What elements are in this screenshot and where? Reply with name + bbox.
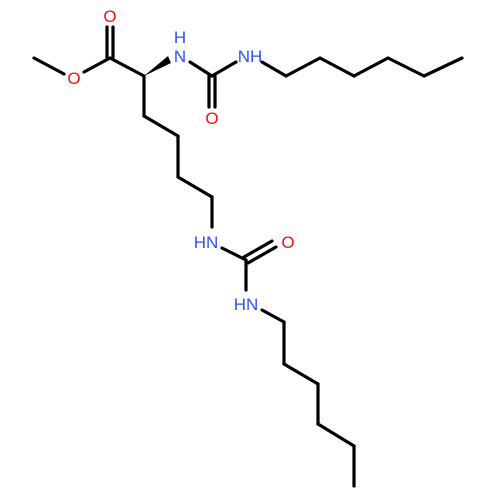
bond-delta-epsilon	[176, 175, 214, 199]
bond-hexyl1-1	[260, 60, 288, 78]
bond-hn-urea2-c	[220, 246, 248, 262]
atom-o-ester: O	[67, 69, 80, 88]
bond-hexyl1-3	[318, 56, 356, 78]
bond-hexyl2-3	[282, 362, 320, 386]
bond-carbonyl-c-alpha	[108, 56, 146, 78]
bond-n-urea1-c	[188, 60, 214, 78]
bond-hexyl2-1	[260, 308, 286, 324]
bond-urea1-c-nh	[210, 60, 238, 78]
bond-hexyl1-4	[352, 56, 390, 78]
bond-urea2-c-o-a	[242, 239, 274, 259]
atom-o-urea-1: O	[205, 109, 218, 128]
bond-methyl-o	[32, 56, 66, 76]
bond-beta-gamma	[142, 114, 180, 138]
bond-hexyl1-5	[386, 56, 426, 78]
bond-hexyl1-2	[284, 56, 322, 78]
bond-hexyl1-6	[422, 56, 464, 78]
atom-hn-epsilon: HN	[194, 233, 219, 252]
atom-nh-hexyl-1: NH	[238, 47, 263, 66]
atom-h-alpha: H	[174, 28, 186, 47]
bond-urea2-c-o-b	[246, 245, 278, 265]
atom-o-urea-2: O	[281, 233, 294, 252]
atom-hn-hexyl-2: HN	[234, 295, 259, 314]
bond-o-carbonyl-c	[82, 56, 112, 74]
atom-n-alpha: N	[174, 47, 186, 66]
atom-o-carbonyl-ester: O	[103, 7, 116, 26]
wedge-bond-alpha-n	[144, 56, 171, 76]
bond-hexyl2-5	[316, 422, 356, 448]
